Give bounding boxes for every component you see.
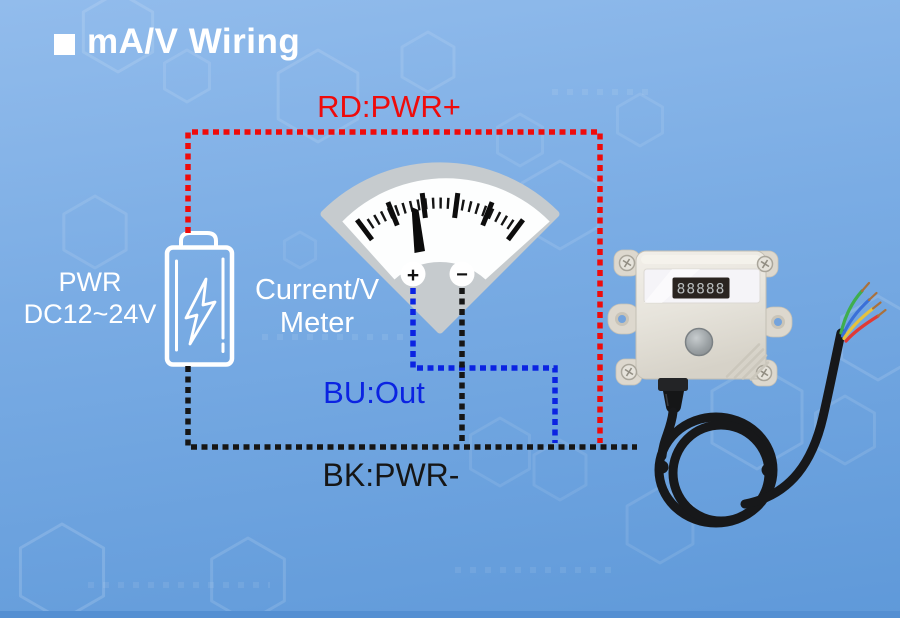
terminal-plus [400,261,426,287]
cable-gland [658,378,688,391]
wire-black-pwr-minus [185,288,637,450]
wire-label-red: RD:PWR+ [317,89,461,124]
wiring [185,129,637,450]
battery-body [164,245,235,367]
wire-label-black: BK:PWR- [322,457,460,493]
wire-label-blue: BU:Out [323,375,425,410]
terminal-minus [449,261,475,287]
meter-major-ticks [355,192,525,242]
battery-cap [179,231,218,249]
power-source-label: PWR DC12~24V [24,266,157,330]
wire-blue-out [410,288,558,443]
dotted-watermarks [88,89,648,588]
corner-screws [618,254,774,382]
device-cable [654,281,887,528]
meter-dial [342,178,550,280]
meter-label: Current/V Meter [255,274,379,340]
analog-meter: + − [320,162,560,334]
display-digits: 88888 [677,282,726,298]
title-bullet-icon [54,33,75,55]
digital-display [672,277,730,299]
lightning-bolt-icon [184,277,217,346]
page-title-text: mA/V Wiring [87,22,301,61]
sensor-device: 88888 [607,249,793,413]
hexagon-pattern [18,0,900,618]
meter-minor-ticks [360,197,520,234]
page-title: mA/V Wiring [54,22,300,62]
power-source-label-line2: DC12~24V [23,299,157,329]
battery-symbol [164,231,235,367]
wire-red-pwr-plus [185,129,603,443]
meter-label-line2: Meter [279,307,355,339]
terminal-plus-sign: + [407,264,419,287]
meter-label-line1: Current/V [254,274,380,306]
meter-needle [411,207,425,253]
sensor-probe-knob [684,327,714,357]
terminal-minus-sign: − [456,264,468,286]
vent-grooves [725,343,770,381]
wire-copper-tips [860,281,887,318]
breakout-wires [839,289,880,343]
bottom-edge-strip [0,611,900,618]
power-source-label-line1: PWR [58,267,122,297]
